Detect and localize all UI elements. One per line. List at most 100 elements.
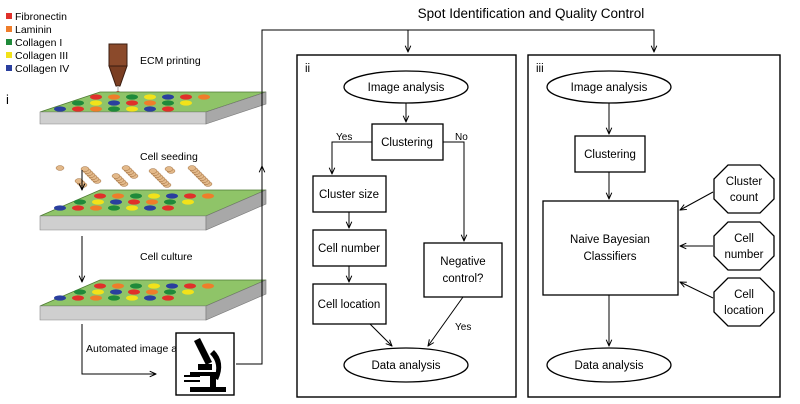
ecm-spot (148, 193, 160, 199)
legend-label-collagen-iii: Collagen III (15, 50, 68, 62)
ecm-spot (90, 106, 102, 112)
feature-cell-location-line2: location (724, 305, 764, 317)
ecm-spot (74, 289, 86, 295)
feature-cluster-count-line1: Cluster (726, 176, 763, 188)
feature-cell-number-line1: Cell (734, 233, 754, 245)
arrow-to-acquisition (81, 324, 156, 374)
edge-label-no: No (455, 132, 468, 143)
ecm-spot (184, 193, 196, 199)
ecm-spot (72, 295, 84, 301)
ecm-spot (72, 205, 84, 211)
node-cell-number (312, 229, 387, 267)
ecm-spot (108, 106, 120, 112)
node-clustering-iii-label: Clustering (584, 149, 636, 161)
ecm-spot (128, 199, 140, 205)
ecm-spot (144, 205, 156, 211)
ecm-spot (166, 283, 178, 289)
ecm-spot (94, 283, 106, 289)
ecm-spot (54, 205, 66, 211)
ecm-spot (126, 295, 138, 301)
node-clustering-label: Clustering (381, 137, 433, 149)
node-clustering-iii (574, 135, 646, 173)
ecm-spot (92, 289, 104, 295)
legend-label-fibronectin: Fibronectin (15, 11, 67, 23)
ecm-spot (130, 283, 142, 289)
ecm-spot (162, 100, 174, 106)
ecm-spot (108, 94, 120, 100)
edge-cell-location-to-classifier (680, 282, 714, 299)
feature-cell-number-line2: number (725, 249, 764, 261)
legend-swatch-collagen-iv (6, 65, 12, 71)
ecm-spot (144, 106, 156, 112)
node-cell-number-label: Cell number (318, 243, 380, 255)
node-data-analysis-iii (546, 347, 672, 383)
node-classifier (542, 200, 679, 296)
ecm-spot (182, 199, 194, 205)
feature-cluster-count (713, 164, 775, 214)
edge-control-to-data (428, 296, 464, 346)
seed-cell (80, 166, 90, 172)
ecm-spot (126, 106, 138, 112)
ecm-spot (108, 295, 120, 301)
ecm-spot (110, 289, 122, 295)
seed-cell (148, 168, 158, 174)
node-classifier-line1: Naive Bayesian (570, 234, 650, 246)
ecm-spot (126, 94, 138, 100)
legend-swatch-collagen-i (6, 39, 12, 45)
ecm-spot (72, 100, 84, 106)
node-negative-control-line2: control? (443, 273, 484, 285)
ecm-spot (90, 295, 102, 301)
ecm-spot (90, 100, 102, 106)
ecm-spot (144, 100, 156, 106)
feature-cluster-count-line2: count (730, 192, 759, 204)
node-cluster-size (312, 175, 387, 213)
ecm-spot (164, 199, 176, 205)
feature-cell-location-line1: Cell (734, 289, 754, 301)
node-negative-control (423, 242, 503, 298)
ecm-spots (54, 94, 210, 112)
ecm-spot (146, 199, 158, 205)
ecm-spot (162, 205, 174, 211)
seed-cell (187, 165, 197, 171)
panel-ii-label: ii (305, 63, 310, 75)
seed-cell (121, 165, 131, 171)
ecm-spot (166, 193, 178, 199)
printer-nozzle-icon (108, 43, 128, 97)
ecm-spot (72, 106, 84, 112)
ecm-spot (92, 199, 104, 205)
ecm-spot (164, 289, 176, 295)
edge-label-yes-2: Yes (455, 322, 471, 333)
panel-iii-frame (527, 54, 781, 398)
edge-yes (332, 141, 372, 174)
ecm-spot (126, 100, 138, 106)
ecm-spot (162, 106, 174, 112)
seed-cell (55, 165, 65, 171)
diagram-title: Spot Identification and Quality Control (418, 6, 645, 21)
legend: Fibronectin Laminin Collagen I Collagen … (6, 11, 69, 75)
feature-cell-location (713, 277, 775, 327)
edge-location-to-data (369, 323, 392, 346)
ecm-spot (110, 199, 122, 205)
ecm-spot (130, 193, 142, 199)
ecm-spot (180, 94, 192, 100)
node-negative-control-line1: Negative (440, 256, 485, 268)
ecm-spot (148, 283, 160, 289)
ecm-spot (146, 289, 158, 295)
node-image-analysis-iii-label: Image analysis (571, 82, 648, 94)
node-data-analysis-iii-label: Data analysis (574, 360, 643, 372)
node-cell-location-label: Cell location (318, 299, 381, 311)
ecm-spot (112, 283, 124, 289)
ecm-spot (112, 193, 124, 199)
step-ecm-printing: ECM printing (140, 55, 201, 67)
ecm-spots (54, 193, 214, 211)
slide-printed (39, 91, 267, 125)
legend-swatch-fibronectin (6, 13, 12, 19)
node-classifier-line2: Classifiers (583, 251, 636, 263)
edge-cluster-count-to-classifier (680, 191, 714, 210)
ecm-spot (180, 100, 192, 106)
arrow-acquisition-up (236, 166, 262, 365)
ecm-spot (108, 100, 120, 106)
slide-seeded (39, 189, 267, 231)
panel-i-label: i (6, 92, 9, 107)
